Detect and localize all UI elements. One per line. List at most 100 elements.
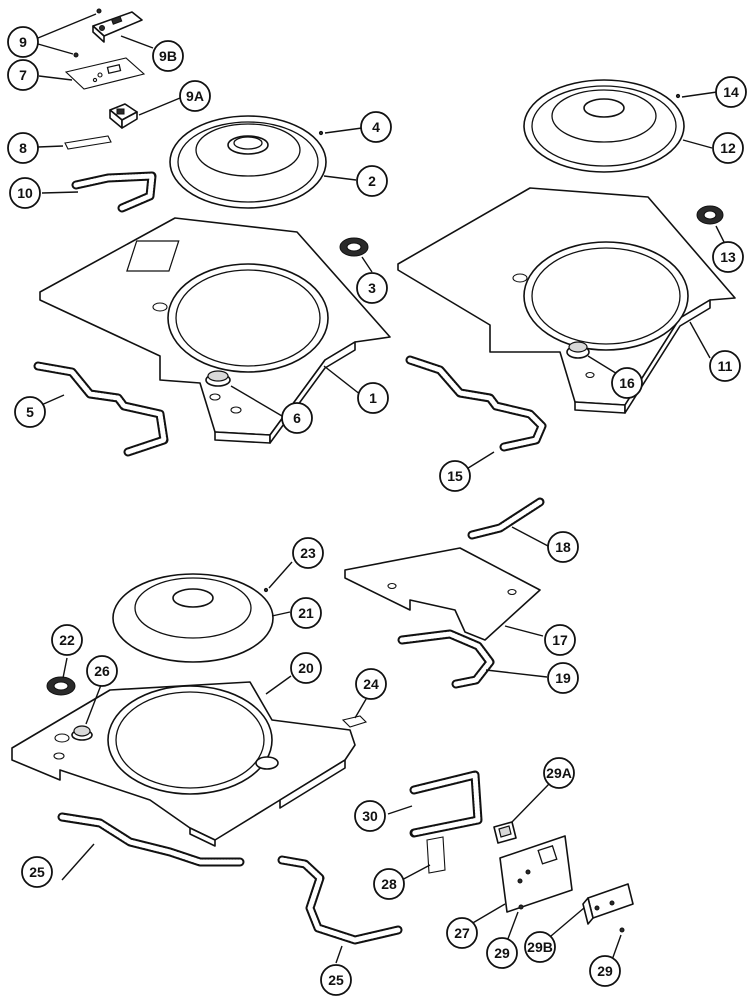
callout-20: 20 bbox=[290, 652, 322, 684]
svg-text:10: 10 bbox=[17, 185, 33, 201]
svg-text:13: 13 bbox=[720, 249, 736, 265]
part-25-gasket-short bbox=[277, 855, 403, 945]
callout-17: 17 bbox=[544, 624, 576, 656]
callout-26: 26 bbox=[86, 655, 118, 687]
part-12-dome-cover bbox=[523, 79, 685, 173]
part-10-gasket bbox=[71, 171, 157, 213]
part-5-gasket bbox=[33, 361, 169, 457]
part-29-screw-upper bbox=[518, 904, 524, 910]
svg-text:29: 29 bbox=[597, 963, 613, 979]
part-14-screw bbox=[675, 93, 681, 99]
callout-29-upper: 29 bbox=[486, 937, 518, 969]
part-2-dome-cover bbox=[169, 115, 327, 209]
part-4-screw bbox=[318, 130, 324, 136]
part-8-strip bbox=[64, 135, 112, 150]
part-21-dome-cover bbox=[112, 573, 274, 663]
part-7-cover-plate bbox=[64, 57, 146, 90]
svg-text:9A: 9A bbox=[186, 88, 204, 104]
svg-text:22: 22 bbox=[59, 632, 75, 648]
svg-text:7: 7 bbox=[19, 67, 27, 83]
svg-text:12: 12 bbox=[720, 140, 736, 156]
svg-text:17: 17 bbox=[552, 632, 568, 648]
svg-text:6: 6 bbox=[293, 410, 301, 426]
part-13-seal-ring bbox=[696, 205, 724, 225]
callout-13: 13 bbox=[712, 241, 744, 273]
svg-text:23: 23 bbox=[300, 545, 316, 561]
callout-3: 3 bbox=[356, 272, 388, 304]
svg-text:28: 28 bbox=[381, 876, 397, 892]
callout-1: 1 bbox=[357, 382, 389, 414]
part-25-gasket-long bbox=[57, 812, 245, 867]
part-17-cover-plate bbox=[344, 547, 541, 641]
callout-12: 12 bbox=[712, 132, 744, 164]
callout-8: 8 bbox=[7, 132, 39, 164]
part-29b-bracket bbox=[582, 883, 634, 925]
part-9b-bracket bbox=[92, 11, 143, 43]
part-6-plug bbox=[205, 370, 231, 387]
part-16-plug bbox=[566, 341, 590, 359]
part-22-seal-ring bbox=[46, 676, 76, 696]
svg-text:25: 25 bbox=[328, 972, 344, 988]
callout-16: 16 bbox=[611, 367, 643, 399]
part-20-floor-plate bbox=[11, 681, 356, 847]
svg-text:30: 30 bbox=[362, 808, 378, 824]
svg-text:5: 5 bbox=[26, 404, 34, 420]
callout-23: 23 bbox=[292, 537, 324, 569]
callout-11: 11 bbox=[709, 350, 741, 382]
svg-text:19: 19 bbox=[555, 670, 571, 686]
callout-18: 18 bbox=[547, 531, 579, 563]
callout-4: 4 bbox=[360, 111, 392, 143]
callout-21: 21 bbox=[290, 597, 322, 629]
callout-28: 28 bbox=[373, 868, 405, 900]
svg-text:1: 1 bbox=[369, 390, 377, 406]
svg-text:25: 25 bbox=[29, 864, 45, 880]
part-1-floor-plate bbox=[39, 217, 391, 444]
part-3-seal-ring bbox=[339, 237, 369, 257]
svg-text:8: 8 bbox=[19, 140, 27, 156]
callout-5: 5 bbox=[14, 396, 46, 428]
part-11-floor-plate bbox=[397, 187, 736, 414]
part-30-gasket-frame bbox=[409, 770, 483, 838]
part-24-clip bbox=[341, 715, 368, 728]
callout-9a: 9A bbox=[179, 80, 211, 112]
callout-25-left: 25 bbox=[21, 856, 53, 888]
callout-6: 6 bbox=[281, 402, 313, 434]
svg-text:16: 16 bbox=[619, 375, 635, 391]
callout-9: 9 bbox=[7, 26, 39, 58]
svg-text:20: 20 bbox=[298, 660, 314, 676]
callout-25-right: 25 bbox=[320, 964, 352, 996]
part-29-screw-lower bbox=[619, 927, 625, 933]
callout-29b: 29B bbox=[524, 931, 556, 963]
part-9-screws bbox=[73, 8, 102, 58]
part-23-screw bbox=[263, 587, 269, 593]
svg-text:27: 27 bbox=[454, 925, 470, 941]
leader-lines bbox=[29, 13, 725, 964]
svg-text:18: 18 bbox=[555, 539, 571, 555]
svg-text:29B: 29B bbox=[527, 939, 553, 955]
callout-27: 27 bbox=[446, 917, 478, 949]
callout-30: 30 bbox=[354, 800, 386, 832]
part-15-gasket bbox=[405, 355, 547, 452]
svg-text:9: 9 bbox=[19, 34, 27, 50]
part-28-small-plate bbox=[426, 836, 446, 874]
svg-text:29A: 29A bbox=[546, 765, 572, 781]
svg-text:24: 24 bbox=[363, 676, 379, 692]
callout-14: 14 bbox=[715, 76, 747, 108]
svg-text:21: 21 bbox=[298, 605, 314, 621]
svg-text:15: 15 bbox=[447, 468, 463, 484]
callout-22: 22 bbox=[51, 624, 83, 656]
callout-29-lower: 29 bbox=[589, 955, 621, 987]
part-9a-block bbox=[109, 103, 138, 129]
svg-text:3: 3 bbox=[368, 280, 376, 296]
part-29a-block bbox=[493, 821, 517, 844]
callout-7: 7 bbox=[7, 59, 39, 91]
svg-text:4: 4 bbox=[372, 119, 380, 135]
part-18-strip bbox=[467, 497, 545, 540]
callout-10: 10 bbox=[9, 177, 41, 209]
svg-text:29: 29 bbox=[494, 945, 510, 961]
callout-24: 24 bbox=[355, 668, 387, 700]
svg-text:2: 2 bbox=[368, 173, 376, 189]
callout-19: 19 bbox=[547, 662, 579, 694]
part-19-gasket bbox=[397, 629, 495, 689]
